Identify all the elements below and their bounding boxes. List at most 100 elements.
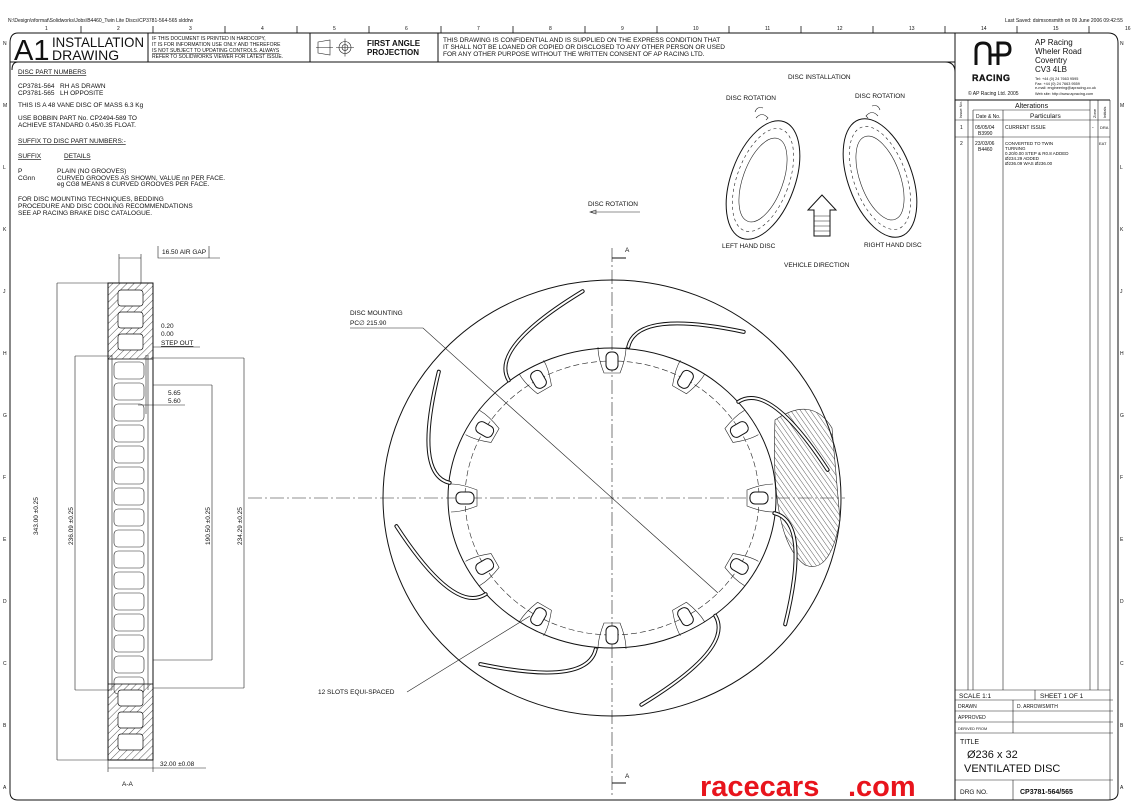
vane [117, 289, 144, 307]
disc-front-view: A A DISC MOUNTING PC∅ 215.90 12 SLOTS EQ… [248, 201, 845, 795]
curved-groove [394, 524, 488, 600]
suffix-detail: CURVED GROOVES AS SHOWN, VALUE nn PER FA… [57, 175, 225, 182]
left-hand-disc-icon [725, 120, 801, 240]
bobbin-slot [465, 410, 500, 443]
ruler-letter: D [3, 599, 7, 605]
hardcopy-notice-2: IT IS FOR INFORMATION USE ONLY AND THERE… [152, 42, 281, 48]
part-desc: LH OPPOSITE [60, 90, 104, 97]
curved-groove [478, 647, 598, 675]
confidential-notice-2: IT SHALL NOT BE LOANED OR COPIED OR DISC… [443, 44, 725, 51]
ruler-number: 10 [693, 26, 699, 32]
title-line-1: Ø236 x 32 [967, 749, 1018, 761]
step-out-dim: 0.20 [161, 323, 174, 330]
notes: DISC PART NUMBERS CP3781-564 RH AS DRAWN… [18, 69, 225, 217]
bobbin-slot [597, 346, 627, 374]
bobbin-slot [672, 360, 705, 395]
projection-1: FIRST ANGLE [367, 39, 421, 48]
header-block: A1 INSTALLATION DRAWING IF THIS DOCUMENT… [14, 33, 725, 67]
curved-groove [639, 613, 721, 707]
ap-racing-logo: RACING [972, 41, 1012, 83]
vane [113, 634, 145, 653]
bobbin-note-2: ACHIEVE STANDARD 0.45/0.35 FLOAT. [18, 122, 136, 129]
date: 23/03/06 [975, 141, 995, 147]
vane-note: THIS IS A 48 VANE DISC OF MASS 6.3 Kg [18, 102, 144, 109]
bobbin-slot [724, 410, 759, 443]
ruler-number: 14 [981, 26, 987, 32]
groove-detail-cutaway [774, 408, 841, 567]
vane [117, 333, 144, 351]
ruler-letter: J [1120, 289, 1123, 295]
scale: SCALE 1:1 [959, 693, 992, 700]
vane [113, 529, 145, 548]
drawing-type-2: DRAWING [52, 47, 119, 63]
watermark-left: racecars [700, 771, 819, 803]
ruler-number: 13 [909, 26, 915, 32]
ruler-number: 1 [45, 26, 48, 32]
hardcopy-notice-4: REFER TO SOLIDWORKS VIEWER FOR LATEST IS… [152, 54, 283, 60]
mounting-pcd: PC∅ 215.90 [350, 320, 387, 327]
vane [113, 361, 145, 380]
ruler-number: 7 [477, 26, 480, 32]
installation-title: DISC INSTALLATION [788, 74, 851, 81]
company-address: CV3 4LB [1035, 65, 1067, 74]
contact: Fax: +44 (0) 24 7663 9559 [1035, 82, 1080, 86]
contact: e-mail: engineering@apracing.co.uk [1035, 86, 1096, 90]
left-disc-rotation: DISC ROTATION [726, 95, 776, 102]
vehicle-direction-arrow-icon [806, 194, 838, 237]
disc-outer-edge [382, 279, 842, 717]
suffix-code: CGnn [18, 175, 35, 182]
vane [113, 382, 145, 401]
mounting-note-2: PROCEDURE AND DISC COOLING RECOMMENDATIO… [18, 203, 193, 210]
suffix-heading: SUFFIX TO DISC PART NUMBERS:- [18, 138, 126, 145]
disc-hub [447, 347, 777, 649]
left-hand-disc-label: LEFT HAND DISC [722, 243, 776, 250]
vane [117, 689, 144, 707]
step-dim: 5.60 [168, 398, 181, 405]
part-desc: RH AS DRAWN [60, 83, 106, 90]
alteration-row: 2 23/03/06 B4460 CONVERTED TO TWIN TURNI… [960, 141, 1107, 166]
projection-2: PROJECTION [367, 48, 419, 57]
file-path: N:\Design\nformat\Solidworks\Jobs\B4460_… [8, 18, 193, 24]
sheet-border [9, 32, 1119, 801]
derived-label: DERIVED FROM [958, 727, 987, 731]
ruler-letter: B [3, 723, 7, 729]
ruler-letter: M [3, 103, 7, 109]
col-issue: Issue No. [958, 101, 963, 118]
ruler-letter: G [1120, 413, 1124, 419]
title-line-2: VENTILATED DISC [964, 763, 1060, 775]
corner [11, 61, 19, 71]
ruler-letter: H [1120, 351, 1124, 357]
hardcopy-notice-1: IF THIS DOCUMENT IS PRINTED IN HARDCOPY, [152, 36, 266, 42]
col-zone: Zone [1092, 108, 1097, 118]
ruler-letter: N [3, 41, 7, 47]
vane [113, 571, 145, 590]
ruler-letter: L [1120, 165, 1123, 171]
issue: 1 [960, 125, 963, 131]
particulars: 0.20/0.00 STEP & R0.8 ADDED [1005, 151, 1069, 156]
col-date: Date & No. [976, 114, 1000, 120]
bobbin-slot [450, 483, 478, 513]
thickness-dim: 32.00 ±0.08 [160, 761, 195, 768]
bobbin-slot [465, 553, 500, 586]
company-name: AP Racing [1035, 38, 1073, 47]
initials: EAT [1099, 141, 1107, 146]
contact: Tel: +44 (0) 24 7663 9595 [1035, 77, 1078, 81]
ruler-letter: A [1120, 785, 1124, 791]
suffix-detail: eg CG8 MEANS 8 CURVED GROOVES PER FACE. [57, 181, 210, 188]
vane [113, 655, 145, 674]
ruler-letter: A [3, 785, 7, 791]
bobbin-slot [746, 483, 774, 513]
vane [113, 508, 145, 527]
bobbin-slot [724, 553, 759, 586]
ruler-letter: J [3, 289, 6, 295]
air-gap-dim: 16.50 AIR GAP [162, 249, 206, 256]
mounting-note-3: SEE AP RACING BRAKE DISC CATALOGUE. [18, 210, 152, 217]
vane [113, 424, 145, 443]
ruler-letter: M [1120, 103, 1124, 109]
section-marker: A [625, 247, 630, 254]
disc-installation-diagram: DISC INSTALLATION DISC ROTATION DISC ROT… [722, 74, 922, 269]
vane [113, 613, 145, 632]
ruler-letter: G [3, 413, 7, 419]
